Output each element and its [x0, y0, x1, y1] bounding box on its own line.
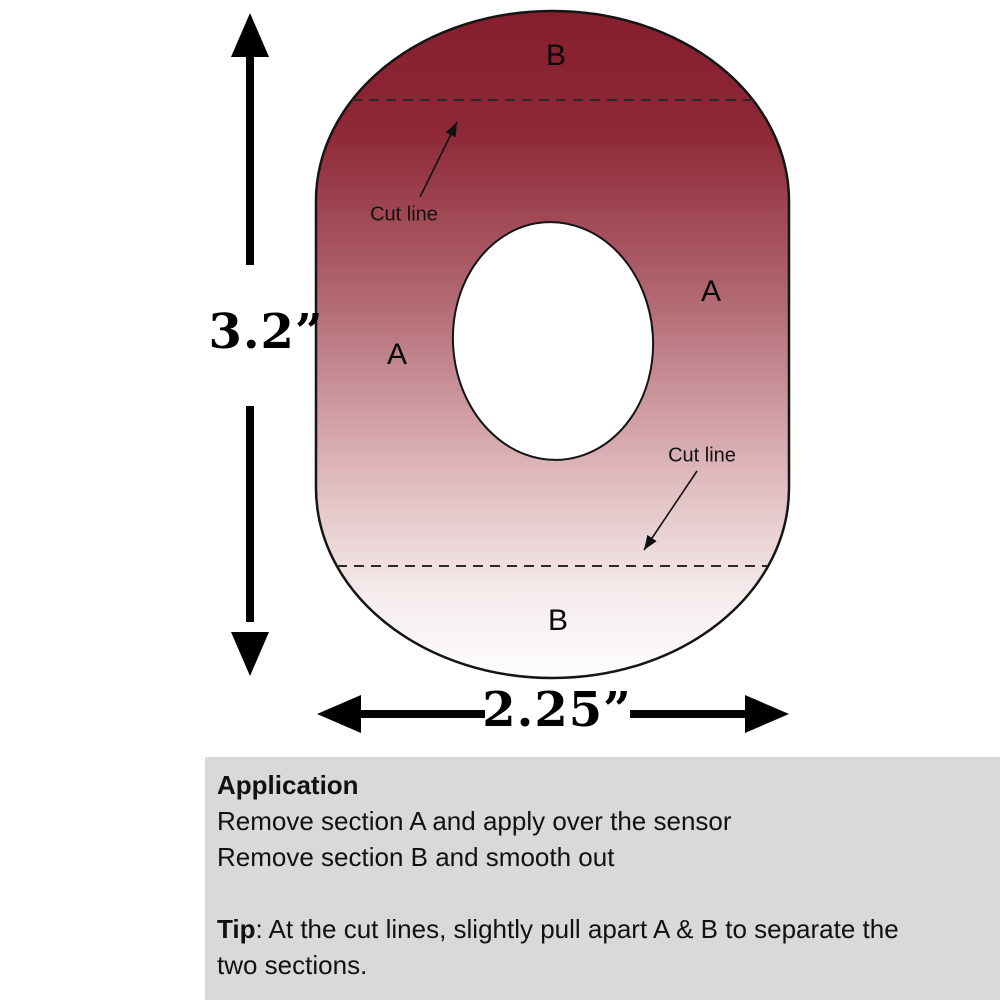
width-dimension-label: 2.25”	[482, 682, 632, 738]
section-b-top-label: B	[545, 39, 567, 72]
info-tip: Tip: At the cut lines, slightly pull apa…	[217, 911, 907, 983]
section-a-left-label: A	[386, 338, 408, 371]
info-line-remove-b: Remove section B and smooth out	[217, 842, 615, 872]
cut-line-bottom-pointer-arrow	[643, 470, 698, 551]
cut-line-top-label: Cut line	[370, 203, 438, 226]
application-info-box: Application Remove section A and apply o…	[205, 757, 1000, 1000]
tip-label: Tip	[217, 914, 256, 944]
tip-text: : At the cut lines, slightly pull apart …	[217, 914, 899, 980]
height-dimension-label: 3.2”	[208, 304, 324, 360]
patch-diagram	[231, 9, 791, 733]
section-b-bottom-label: B	[547, 604, 569, 637]
cut-line-top-pointer-arrow	[419, 121, 458, 198]
sensor-hole	[451, 221, 655, 461]
info-line-remove-a: Remove section A and apply over the sens…	[217, 806, 732, 836]
width-dimension-arrow	[317, 695, 789, 733]
info-box-title: Application	[217, 770, 359, 800]
height-dimension-arrow	[231, 13, 269, 676]
cut-line-bottom-label: Cut line	[668, 444, 736, 467]
section-a-right-label: A	[700, 275, 722, 308]
